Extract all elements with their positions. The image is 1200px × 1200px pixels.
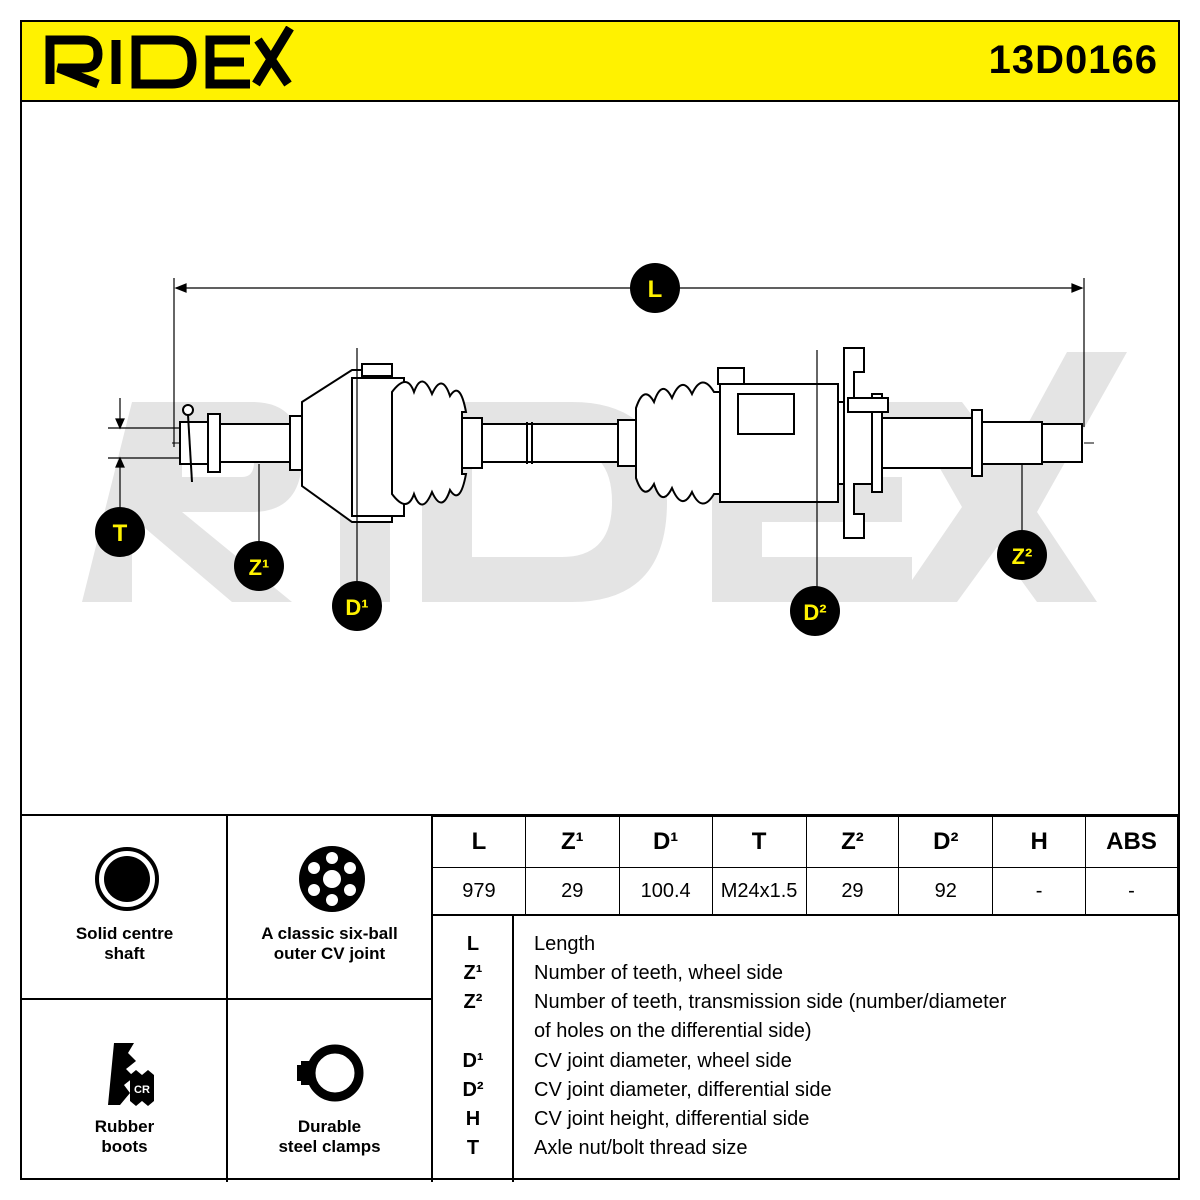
steel-clamp-icon — [297, 1044, 364, 1102]
callout-t: T — [95, 507, 145, 557]
legend-text: Length — [534, 933, 596, 955]
header-bar: 13D0166 — [22, 22, 1178, 102]
svg-text:T: T — [113, 520, 128, 547]
svg-text:D²: D² — [803, 600, 826, 625]
legend-text: CV joint diameter, differential side — [534, 1079, 832, 1101]
legend-text: CV joint diameter, wheel side — [534, 1050, 792, 1072]
legend-row: L Length — [432, 930, 1178, 959]
spec-header-z1: Z¹ — [524, 816, 620, 868]
spec-value-t: M24x1.5 — [711, 867, 807, 915]
legend-symbol: D² — [462, 1079, 484, 1101]
legend-symbol: Z¹ — [463, 962, 483, 984]
legend-row: of holes on the differential side) — [432, 1017, 1178, 1046]
spec-header-d2: D² — [898, 816, 994, 868]
svg-text:CR: CR — [134, 1084, 150, 1096]
callout-d2: D² — [790, 586, 840, 636]
leader-lines — [258, 348, 1023, 592]
spec-header-abs: ABS — [1085, 816, 1178, 868]
driveshaft-diagram: L T Z¹ D¹ D² Z² — [82, 263, 1127, 636]
legend-symbol: D¹ — [462, 1050, 484, 1072]
spec-value-d2: 92 — [898, 867, 994, 915]
legend-text: Axle nut/bolt thread size — [534, 1137, 748, 1159]
legend-symbol: Z² — [463, 991, 483, 1013]
legend-row: H CV joint height, differential side — [432, 1105, 1178, 1134]
six-ball-joint-icon — [299, 846, 365, 912]
spec-header-h: H — [992, 816, 1087, 868]
spec-value-h: - — [992, 867, 1087, 915]
features-grid — [22, 816, 433, 1182]
callout-l: L — [630, 263, 680, 313]
legend-text: of holes on the differential side) — [534, 1020, 812, 1042]
spec-value-z2: 29 — [805, 867, 900, 915]
spec-table-value-row: 979 29 100.4 M24x1.5 29 92 - - — [432, 867, 1178, 915]
spec-table: L Z¹ D¹ T Z² D² H ABS 979 29 100.4 M24x1… — [432, 816, 1178, 915]
svg-text:Z²: Z² — [1012, 544, 1033, 569]
legend-row: D² CV joint diameter, differential side — [432, 1076, 1178, 1105]
dimension-l-line — [173, 278, 1085, 447]
legend-row: Z¹ Number of teeth, wheel side — [432, 959, 1178, 988]
legend-symbol: L — [466, 933, 480, 955]
spec-header-z2: Z² — [805, 816, 900, 868]
product-sheet: 13D0166 — [20, 20, 1180, 1182]
legend-row: Z² Number of teeth, transmission side (n… — [432, 988, 1178, 1017]
part-number: 13D0166 — [988, 38, 1158, 82]
rubber-boot-icon: CR — [108, 1043, 154, 1106]
spec-value-z1: 29 — [524, 867, 620, 915]
dimension-t-line — [108, 398, 192, 507]
driveshaft-body — [179, 347, 1083, 539]
legend: L Length Z¹ Number of teeth, wheel side … — [432, 914, 1178, 1182]
spec-header-t: T — [711, 816, 807, 868]
svg-text:L: L — [648, 276, 663, 303]
callout-z2: Z² — [997, 530, 1047, 580]
legend-row: D¹ CV joint diameter, wheel side — [432, 1047, 1178, 1076]
spec-table-header-row: L Z¹ D¹ T Z² D² H ABS — [432, 816, 1178, 868]
callout-d1: D¹ — [332, 581, 382, 631]
ridex-logo-icon — [45, 25, 294, 89]
legend-text: Number of teeth, wheel side — [534, 962, 784, 984]
legend-row: T Axle nut/bolt thread size — [432, 1134, 1178, 1163]
brand-logo — [44, 25, 304, 95]
callout-z1: Z¹ — [234, 541, 284, 591]
spec-value-d1: 100.4 — [618, 867, 713, 915]
driveshaft-drawing: L T Z¹ D¹ D² Z² — [22, 102, 1178, 814]
svg-text:Z¹: Z¹ — [249, 555, 270, 580]
legend-text: Number of teeth, transmission side (numb… — [534, 991, 1007, 1013]
spec-header-d1: D¹ — [618, 816, 713, 868]
legend-symbol: H — [465, 1108, 481, 1130]
legend-symbol-column — [432, 916, 514, 1182]
spec-value-l: 979 — [432, 867, 526, 915]
spec-value-abs: - — [1085, 867, 1178, 915]
legend-symbol: T — [466, 1137, 480, 1159]
legend-text: CV joint height, differential side — [534, 1108, 810, 1130]
spec-header-l: L — [432, 816, 526, 868]
solid-shaft-icon — [95, 847, 159, 911]
svg-text:D¹: D¹ — [345, 595, 368, 620]
